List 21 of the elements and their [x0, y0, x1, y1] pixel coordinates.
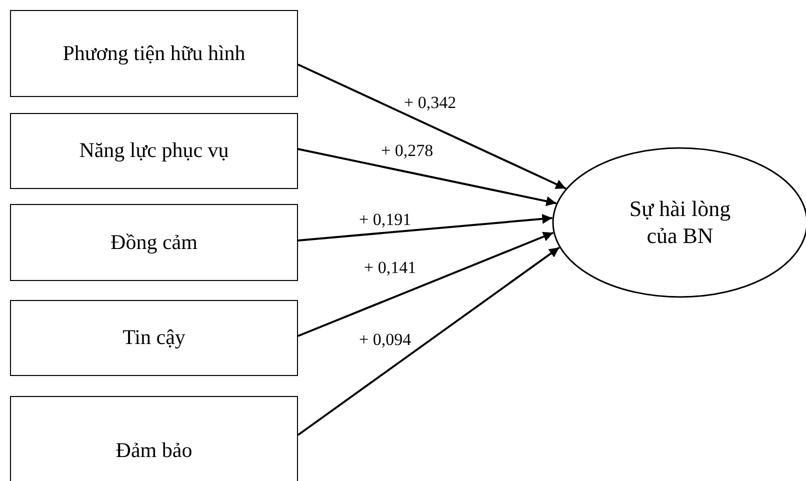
arrow	[298, 64, 566, 190]
edge-label: + 0,141	[363, 259, 418, 276]
arrow	[298, 148, 556, 206]
arrow	[297, 246, 560, 436]
node-label: Năng lực phục vụ	[79, 138, 229, 164]
factor-box	[10, 10, 298, 97]
arrow	[298, 214, 552, 242]
edge-label: + 0,094	[358, 331, 412, 348]
edge-label: + 0,191	[358, 211, 412, 228]
factor-box	[10, 204, 298, 281]
node-label: Sự hài lòng của BN	[628, 196, 732, 249]
factor-box	[10, 300, 298, 376]
arrow	[298, 232, 554, 337]
node-label: Phương tiện hữu hình	[62, 40, 246, 66]
factor-box	[10, 113, 298, 189]
node-label: Tin cậy	[122, 325, 186, 351]
factor-box	[10, 396, 298, 481]
edge-label: + 0,342	[403, 94, 458, 111]
node-label: Đồng cảm	[110, 230, 198, 256]
node-label: Đảm bảo	[116, 438, 192, 464]
edge-label: + 0,278	[380, 142, 434, 159]
